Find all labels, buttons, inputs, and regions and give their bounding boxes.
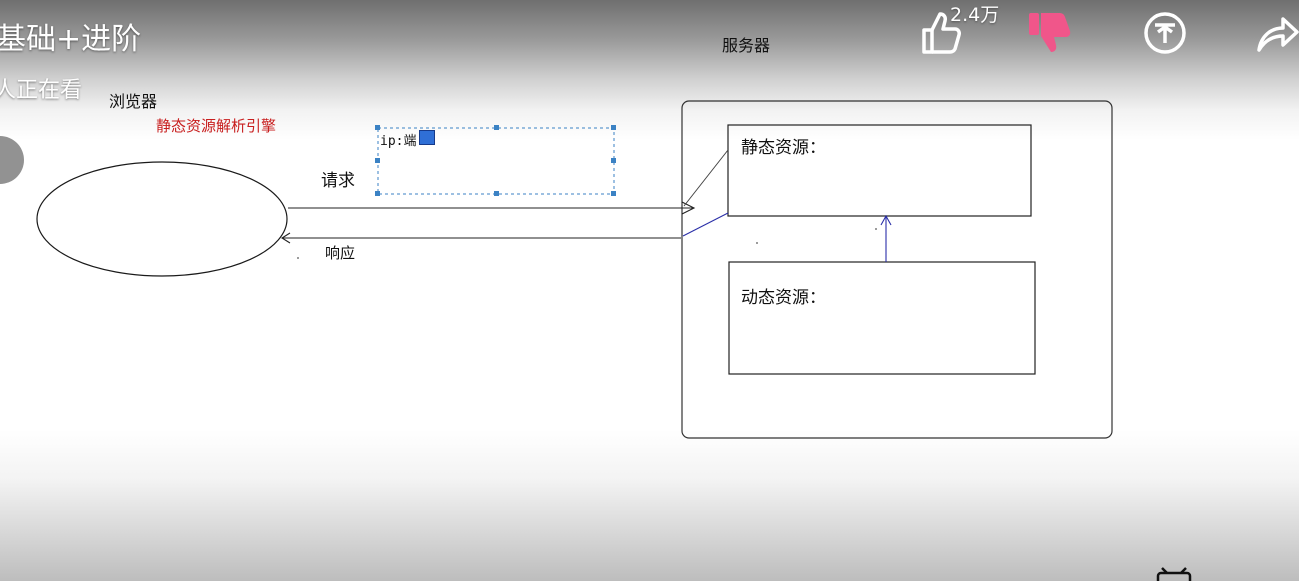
static-engine-label: 静态资源解析引擎 bbox=[156, 117, 277, 135]
stray-dot bbox=[297, 257, 299, 259]
ip-selection-box[interactable] bbox=[375, 125, 616, 196]
ip-port-text[interactable]: ip:端 bbox=[380, 134, 417, 149]
request-to-static-line bbox=[683, 149, 729, 207]
static-resource-label: 静态资源： bbox=[741, 138, 826, 158]
viewer-count: 人正在看 bbox=[0, 78, 83, 103]
coin-icon bbox=[1144, 12, 1186, 54]
like-count: 2.4万 bbox=[950, 4, 1000, 26]
browser-ellipse bbox=[36, 161, 288, 277]
static-resource-box bbox=[727, 124, 1032, 217]
thumbs-down-icon bbox=[1029, 13, 1071, 52]
dynamic-resource-box bbox=[728, 261, 1036, 375]
server-box bbox=[681, 100, 1113, 439]
tv-icon bbox=[1156, 567, 1192, 581]
server-label: 服务器 bbox=[722, 36, 771, 55]
video-title: 基础+进阶 bbox=[0, 22, 142, 57]
stray-dot bbox=[756, 242, 758, 244]
share-button[interactable] bbox=[1252, 8, 1299, 58]
request-arrow bbox=[288, 201, 696, 215]
coin-button[interactable] bbox=[1138, 8, 1192, 58]
thumbs-up-icon bbox=[922, 12, 961, 54]
share-icon bbox=[1257, 17, 1299, 52]
dislike-button[interactable] bbox=[1022, 6, 1078, 58]
like-button[interactable] bbox=[912, 4, 972, 60]
dynamic-resource-label: 动态资源： bbox=[741, 288, 826, 308]
browser-label: 浏览器 bbox=[109, 92, 158, 111]
stray-dot bbox=[875, 228, 877, 230]
text-cursor bbox=[419, 130, 435, 145]
request-label: 请求 bbox=[321, 171, 355, 191]
response-label: 响应 bbox=[325, 244, 356, 262]
dynamic-to-static-arrow bbox=[880, 214, 892, 262]
static-to-response-line bbox=[682, 212, 729, 237]
response-arrow bbox=[280, 232, 681, 244]
